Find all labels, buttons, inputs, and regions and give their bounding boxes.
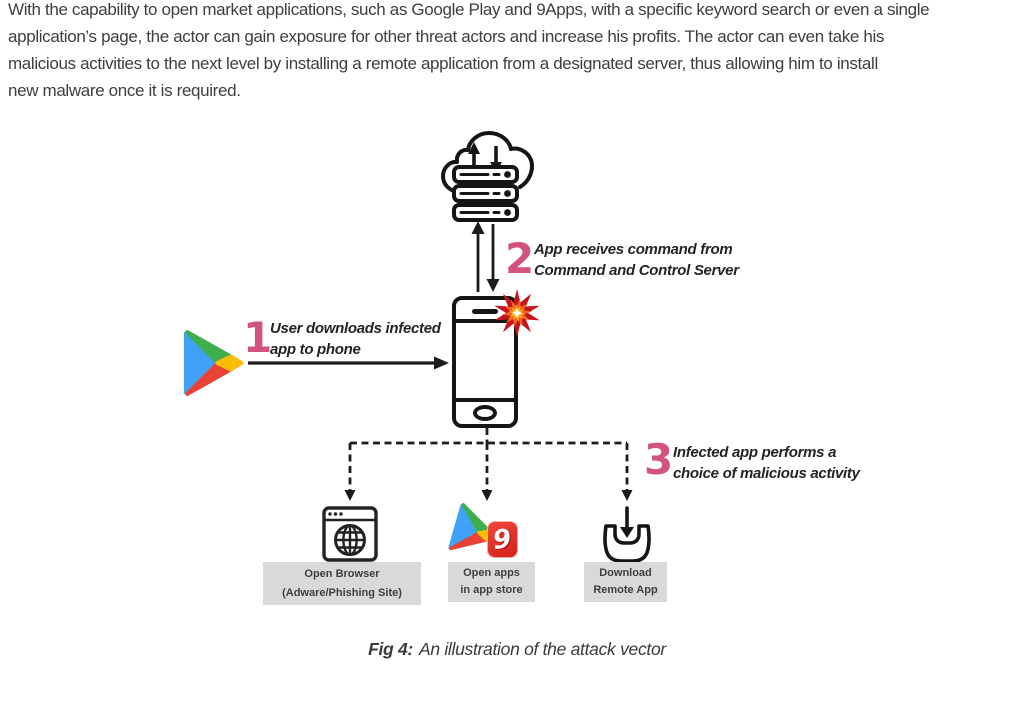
phone-home-button	[473, 405, 497, 421]
paragraph-line: With the capability to open market appli…	[8, 0, 930, 19]
outcome-download-line1: Download	[599, 567, 652, 579]
phone-screen-top-edge	[455, 319, 515, 323]
step3-line2: choice of malicious activity	[673, 465, 860, 482]
outcome-browser-line2: (Adware/Phishing Site)	[282, 586, 402, 599]
download-tray-icon	[603, 506, 651, 563]
step1-line2: app to phone	[270, 341, 361, 358]
paragraph-line: malicious activities to the next level b…	[8, 54, 878, 73]
explosion-burst-icon	[494, 289, 540, 337]
step1-number: 1	[243, 313, 273, 362]
figure-caption-text: An illustration of the attack vector	[418, 639, 666, 659]
dashed-branch-arrowheads	[344, 490, 633, 501]
9apps-icon: 9	[487, 521, 518, 558]
step1-text: User downloads infected app to phone	[270, 318, 441, 360]
dashed-branch-lines	[348, 428, 629, 491]
download-arrow-icon	[486, 224, 500, 292]
step1-line1: User downloads infected	[270, 320, 441, 337]
paragraph-line: new malware once it is required.	[8, 81, 241, 100]
upload-arrow-icon	[471, 221, 485, 292]
outcome-browser-line1: Open Browser	[304, 567, 380, 580]
9apps-glyph: 9	[491, 523, 514, 556]
step3-text: Infected app performs a choice of malici…	[673, 442, 860, 484]
burst-core	[512, 308, 522, 318]
play-yellow-wedge	[215, 354, 244, 372]
phone-screen-bottom-edge	[455, 398, 515, 402]
outcome-label-appstore: Open apps in app store	[448, 562, 535, 602]
step2-text: App receives command from Command and Co…	[534, 239, 739, 281]
body-paragraph: With the capability to open market appli…	[8, 0, 1030, 104]
server-rack	[452, 165, 519, 222]
step3-line1: Infected app performs a	[673, 444, 837, 461]
outcome-appstore-line1: Open apps	[463, 567, 520, 579]
outcome-label-browser: Open Browser (Adware/Phishing Site)	[263, 562, 421, 605]
step3-number: 3	[644, 435, 674, 484]
step2-line1: App receives command from	[534, 241, 733, 258]
paragraph-line: application’s page, the actor can gain e…	[8, 27, 885, 46]
browser-globe-icon	[322, 506, 378, 562]
outcome-appstore-line2: in app store	[460, 584, 523, 596]
step2-number: 2	[505, 234, 535, 283]
figure-caption-label: Fig 4:	[368, 639, 413, 659]
store-to-phone-arrow	[248, 356, 449, 370]
step2-line2: Command and Control Server	[534, 262, 739, 279]
cloud-server-icon	[441, 131, 534, 222]
google-play-icon	[183, 330, 244, 396]
outcome-label-download: Download Remote App	[584, 562, 667, 602]
phone-speaker	[472, 309, 498, 314]
outcome-download-line2: Remote App	[593, 584, 658, 596]
globe-glyph	[334, 524, 366, 556]
figure-caption: Fig 4:An illustration of the attack vect…	[0, 639, 1034, 660]
